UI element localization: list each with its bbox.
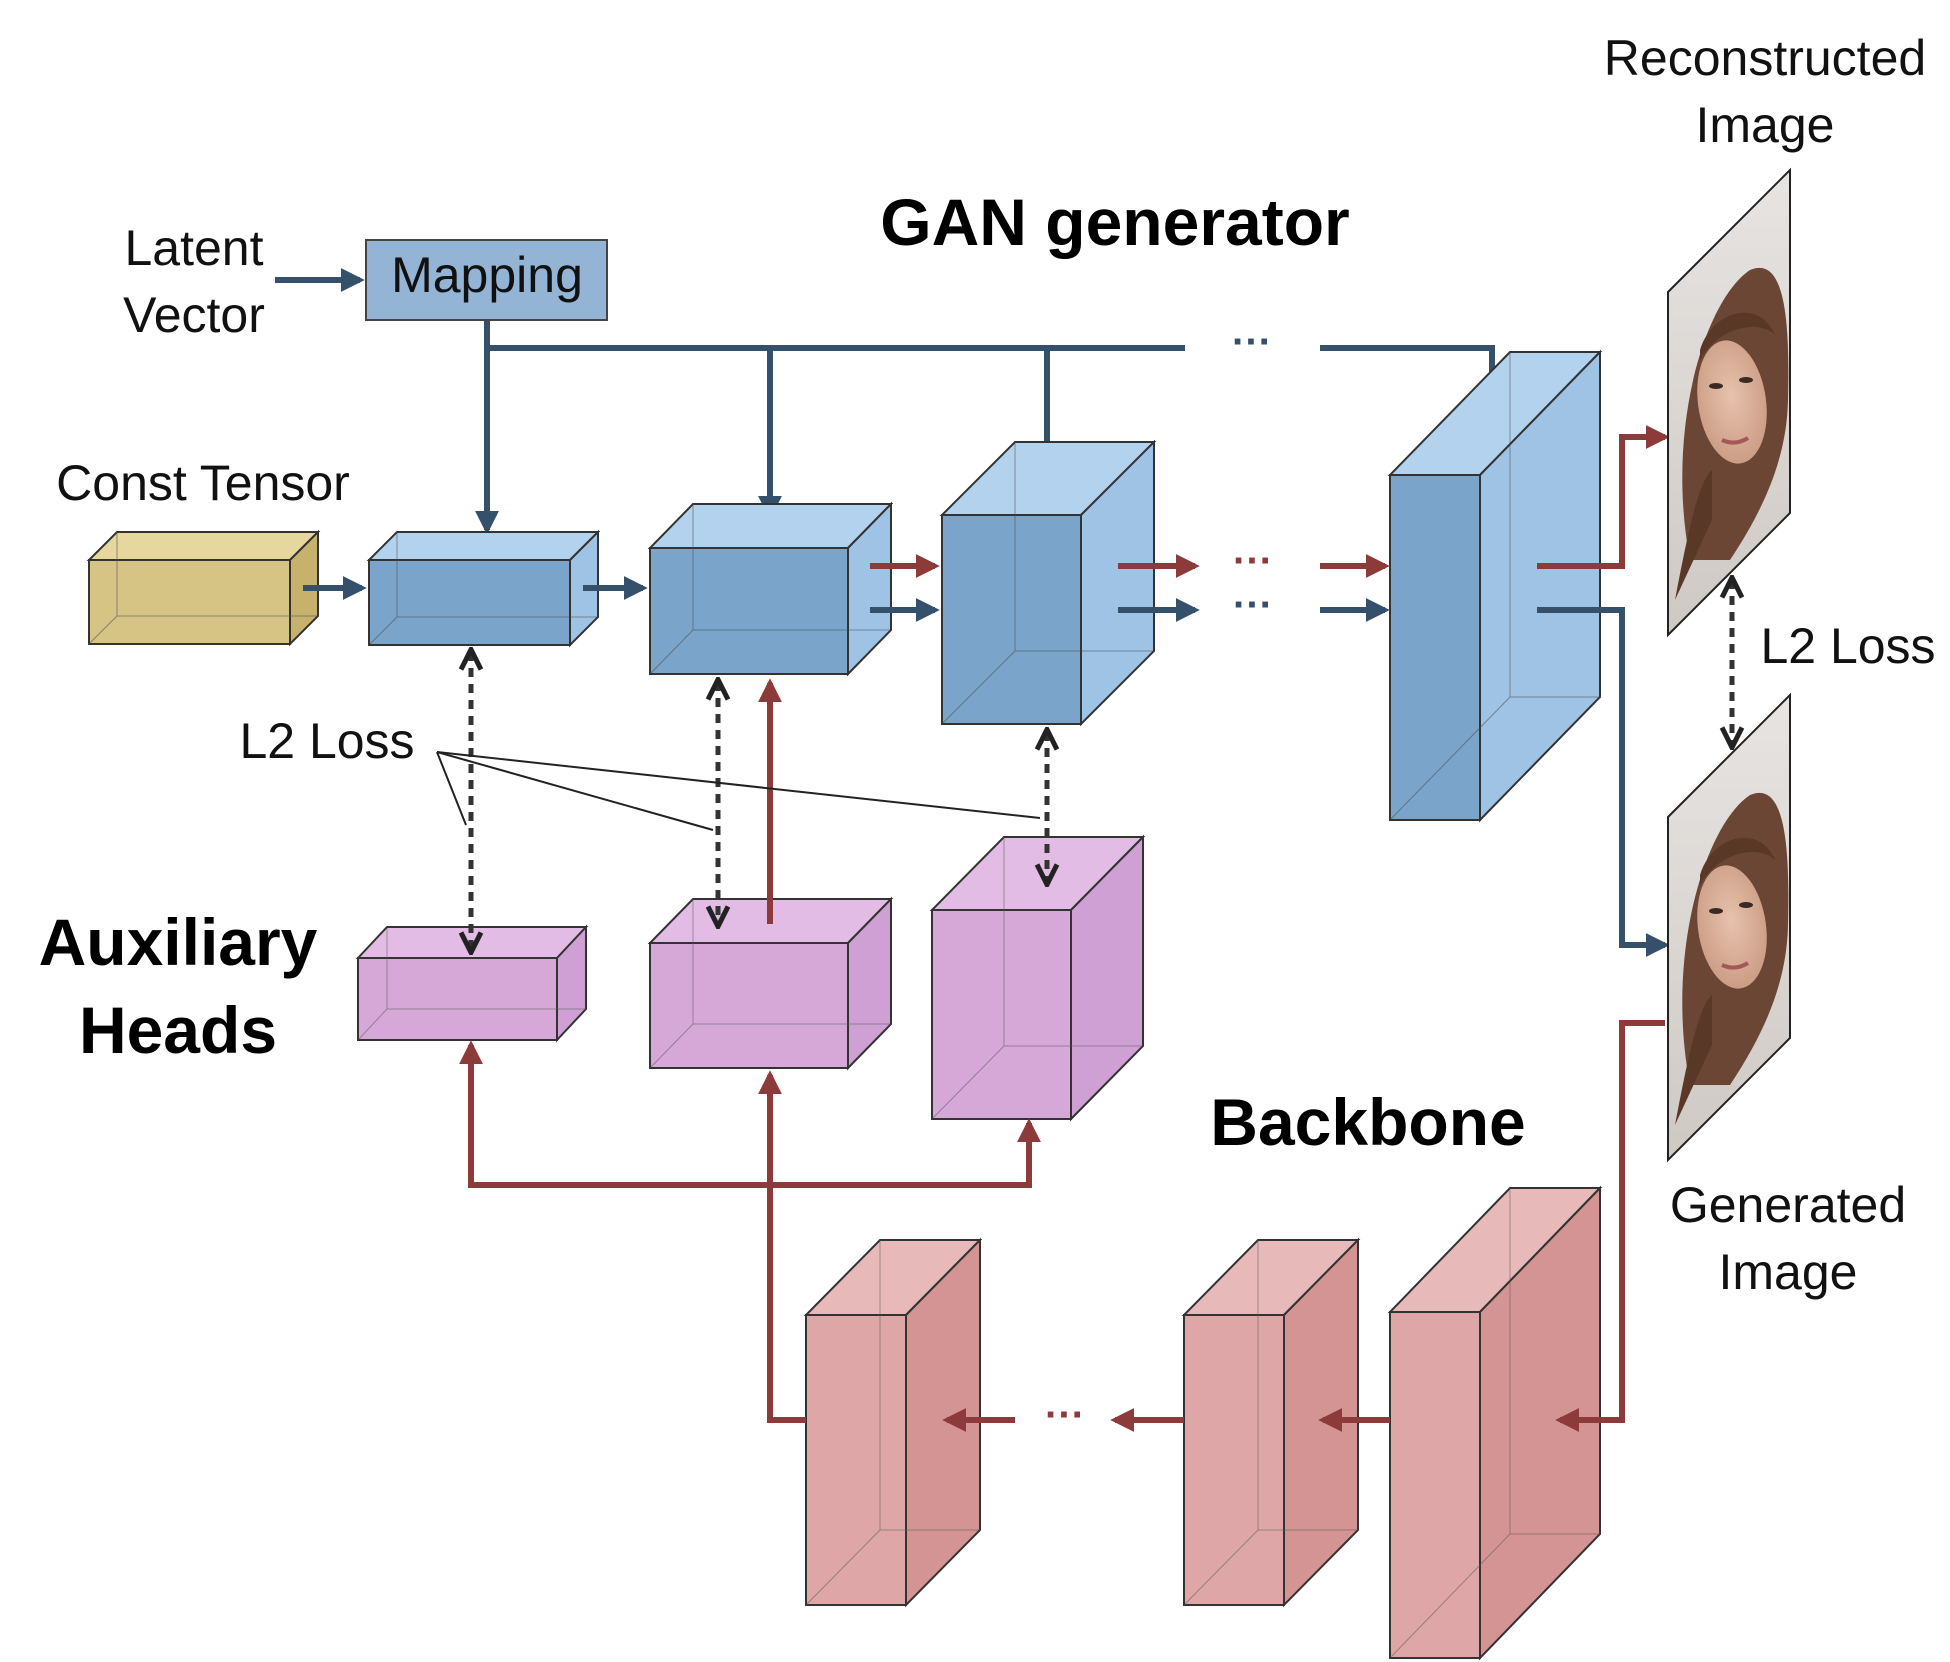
l2-loss-pointer-lines: [436, 751, 1041, 831]
backbone-block-final: [1387, 1185, 1603, 1661]
output-arrows: [1537, 425, 1670, 957]
l2-loss-label: L2 Loss: [239, 713, 414, 769]
generator-block-final: [1387, 349, 1603, 823]
generator-block-3: [939, 439, 1157, 727]
reconstructed-image-label-line1: Reconstructed: [1604, 30, 1926, 86]
l2-loss-links: [471, 580, 1732, 950]
generated-image-label-line1: Generated: [1670, 1177, 1906, 1233]
backbone-title: Backbone: [1210, 1085, 1525, 1159]
reconstructed-image-label-line2: Image: [1696, 97, 1835, 153]
aux-head-1: [355, 924, 589, 1043]
ellipsis-backbone: ···: [1045, 1393, 1085, 1437]
latent-vector-label-line1: Latent: [124, 220, 263, 276]
const-tensor-block: [86, 529, 321, 647]
generated-image: [1667, 692, 1791, 1163]
aux-heads-title-line1: Auxiliary: [39, 905, 318, 979]
aux-head-3: [929, 834, 1146, 1122]
gan-generator-title: GAN generator: [880, 185, 1349, 259]
backbone-block-1: [803, 1237, 983, 1608]
reconstructed-image: [1667, 167, 1791, 638]
ellipsis-mid-blue: ···: [1233, 583, 1273, 627]
latent-vector-label-line2: Vector: [123, 287, 265, 343]
const-tensor-label: Const Tensor: [56, 455, 350, 511]
generator-block-2: [647, 501, 894, 677]
ellipsis-mid-red: ···: [1233, 539, 1273, 583]
aux-heads-title-line2: Heads: [79, 993, 277, 1067]
mapping-label: Mapping: [391, 247, 583, 303]
backbone-flow-arrows: [459, 1020, 1665, 1432]
l2-loss-right-label: L2 Loss: [1760, 618, 1935, 674]
generator-flow-arrows: [303, 554, 1390, 622]
generator-block-1: [366, 529, 601, 648]
generated-image-label-line2: Image: [1719, 1244, 1858, 1300]
ellipsis-top: ···: [1232, 320, 1272, 364]
mapping-block: [365, 239, 608, 321]
aux-head-2: [647, 896, 894, 1071]
